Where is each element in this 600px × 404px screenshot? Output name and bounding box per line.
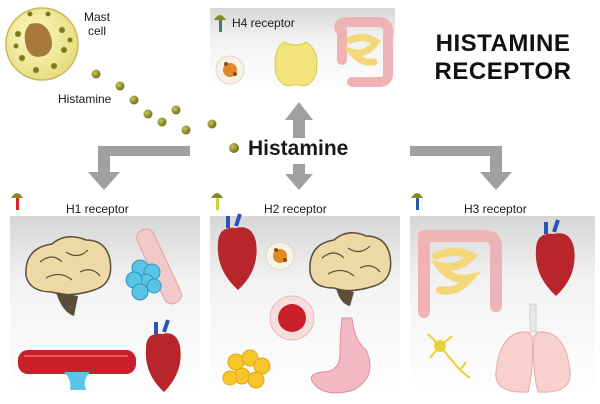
arrows	[88, 102, 512, 190]
histamine-center-label: Histamine	[248, 137, 349, 160]
thymus-icon	[274, 41, 318, 87]
brain-icon-h2	[309, 232, 392, 306]
intestine-icon-h3	[418, 230, 502, 318]
diagram-title: HISTAMINE RECEPTOR	[418, 30, 588, 86]
h2-receptor-icon	[211, 193, 223, 210]
title-line-2: RECEPTOR	[434, 58, 572, 85]
h1-receptor-label: H1 receptor	[66, 202, 129, 216]
histamine-molecules	[91, 69, 239, 153]
immune-cell-icon-h2	[265, 241, 295, 271]
immune-cell-icon	[215, 55, 245, 85]
h4-receptor-icon	[214, 15, 226, 32]
heart-icon-h1	[145, 319, 181, 392]
lungs-icon	[495, 303, 571, 393]
title-line-1: HISTAMINE	[435, 30, 571, 57]
heart-icon-h3	[535, 219, 575, 296]
h3-receptor-icon	[411, 193, 423, 210]
h3-receptor-label: H3 receptor	[464, 202, 527, 216]
blood-vessel-icon	[18, 350, 136, 390]
h4-receptor-label: H4 receptor	[232, 16, 295, 30]
brain-icon-h1	[25, 236, 112, 316]
mast-cell-label: Mast cell	[84, 10, 111, 38]
histamine-small-label: Histamine	[58, 92, 112, 106]
intestine-icon-h4	[334, 17, 394, 87]
mast-cell-illustration	[5, 7, 79, 81]
lung-tissue-icon	[125, 228, 183, 305]
fat-cells-icon	[222, 349, 271, 389]
blood-cell-icon	[269, 295, 315, 341]
h2-receptor-label: H2 receptor	[264, 202, 327, 216]
neuron-icon	[427, 333, 471, 379]
stomach-icon	[310, 317, 371, 394]
heart-icon-h2	[217, 213, 257, 290]
h1-receptor-icon	[11, 193, 23, 210]
